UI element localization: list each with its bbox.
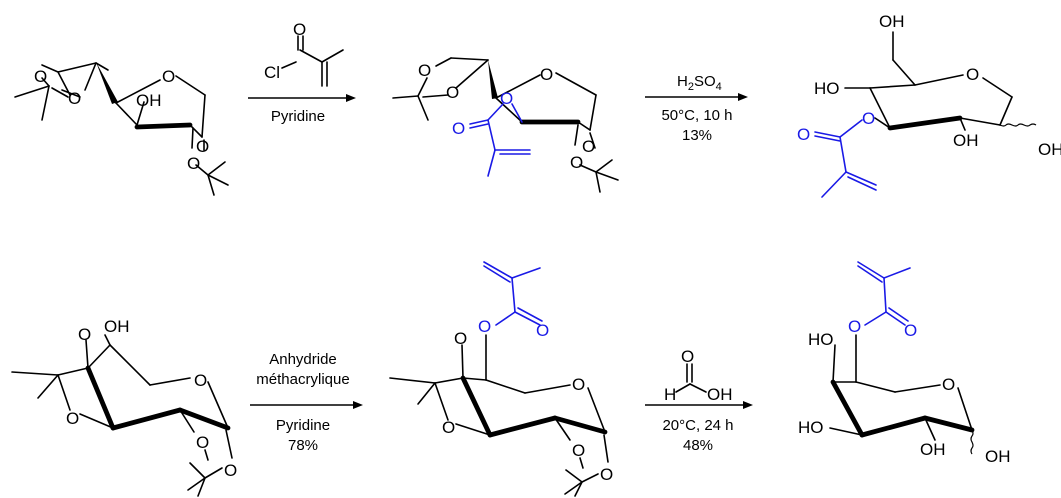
atom-oh: OH [985,447,1011,466]
atom-o: O [78,325,91,344]
atom-o: O [68,89,81,108]
yield-text: 78% [288,437,318,454]
atom-o: O [454,329,467,348]
condition-text: 50°C, 10 h [661,107,732,124]
atom-o: O [540,65,553,84]
atom-cl: Cl [264,63,280,82]
molecule-diacetone-glucose: O O O OH O O [14,62,229,196]
atom-o: O [572,375,585,394]
wedge-bond [96,62,118,104]
atom-o-ester: O [862,109,875,128]
atom-o: O [187,154,200,173]
atom-o: O [194,371,207,390]
reaction-arrow-1: O Cl Pyridine [248,20,356,125]
atom-o-carbonyl: O [452,119,465,138]
atom-oh: OH [1038,140,1061,159]
yield-text: 48% [683,437,713,454]
reaction-arrow-3: Anhydride méthacrylique Pyridine 78% [250,351,363,454]
reagent-text: méthacrylique [256,371,349,388]
atom-oh: OH [707,385,733,404]
atom-o-carbonyl: O [536,321,549,340]
atom-o: O [34,67,47,86]
atom-o: O [293,20,306,39]
atom-oh: OH [920,440,946,459]
molecule-methacrylate-diacetone-glucose: O O O O O O O [392,57,619,193]
atom-o-carbonyl: O [797,125,810,144]
atom-o: O [418,61,431,80]
atom-o: O [196,433,209,452]
molecule-6-methacryloyl-galactose: O O HO O HO OH OH [798,261,1011,466]
atom-oh: OH [953,131,979,150]
reagent-text: Anhydride [269,351,337,368]
yield-text: 13% [682,127,712,144]
atom-o-ester: O [478,317,491,336]
atom-o: O [600,465,613,484]
molecule-6-methacryloyl-diacetone-galactose: O O O O O O O [389,261,613,497]
atom-h: H [664,385,676,404]
condition-text: Pyridine [271,108,325,125]
atom-oh: OH [136,91,162,110]
atom-ho: HO [798,418,824,437]
reaction-arrow-2: H2SO4 50°C, 10 h 13% [645,73,748,144]
atom-o: O [446,83,459,102]
atom-o: O [572,441,585,460]
atom-o: O [966,65,979,84]
molecule-diacetone-galactose: O OH O O O O [11,317,237,497]
atom-oh: OH [879,12,905,31]
atom-o: O [442,418,455,437]
condition-text: 20°C, 24 h [662,417,733,434]
atom-o: O [162,67,175,86]
atom-o-ester: O [848,317,861,336]
atom-ho: HO [808,330,834,349]
wedge-bond [488,60,498,99]
atom-o-carbonyl: O [904,321,917,340]
atom-o: O [582,137,595,156]
atom-o: O [942,375,955,394]
atom-o: O [224,461,237,480]
condition-text: Pyridine [276,417,330,434]
reaction-arrow-4: O H OH 20°C, 24 h 48% [645,347,753,454]
atom-ho: HO [814,79,840,98]
atom-o: O [196,137,209,156]
atom-oh: OH [104,317,130,336]
atom-o: O [66,409,79,428]
molecule-3-methacryloyl-glucose: OH HO O O O OH OH [797,12,1061,198]
atom-o: O [570,153,583,172]
atom-o: O [681,347,694,366]
reagent-h2so4: H2SO4 [677,73,722,93]
atom-o-ester: O [500,89,513,108]
